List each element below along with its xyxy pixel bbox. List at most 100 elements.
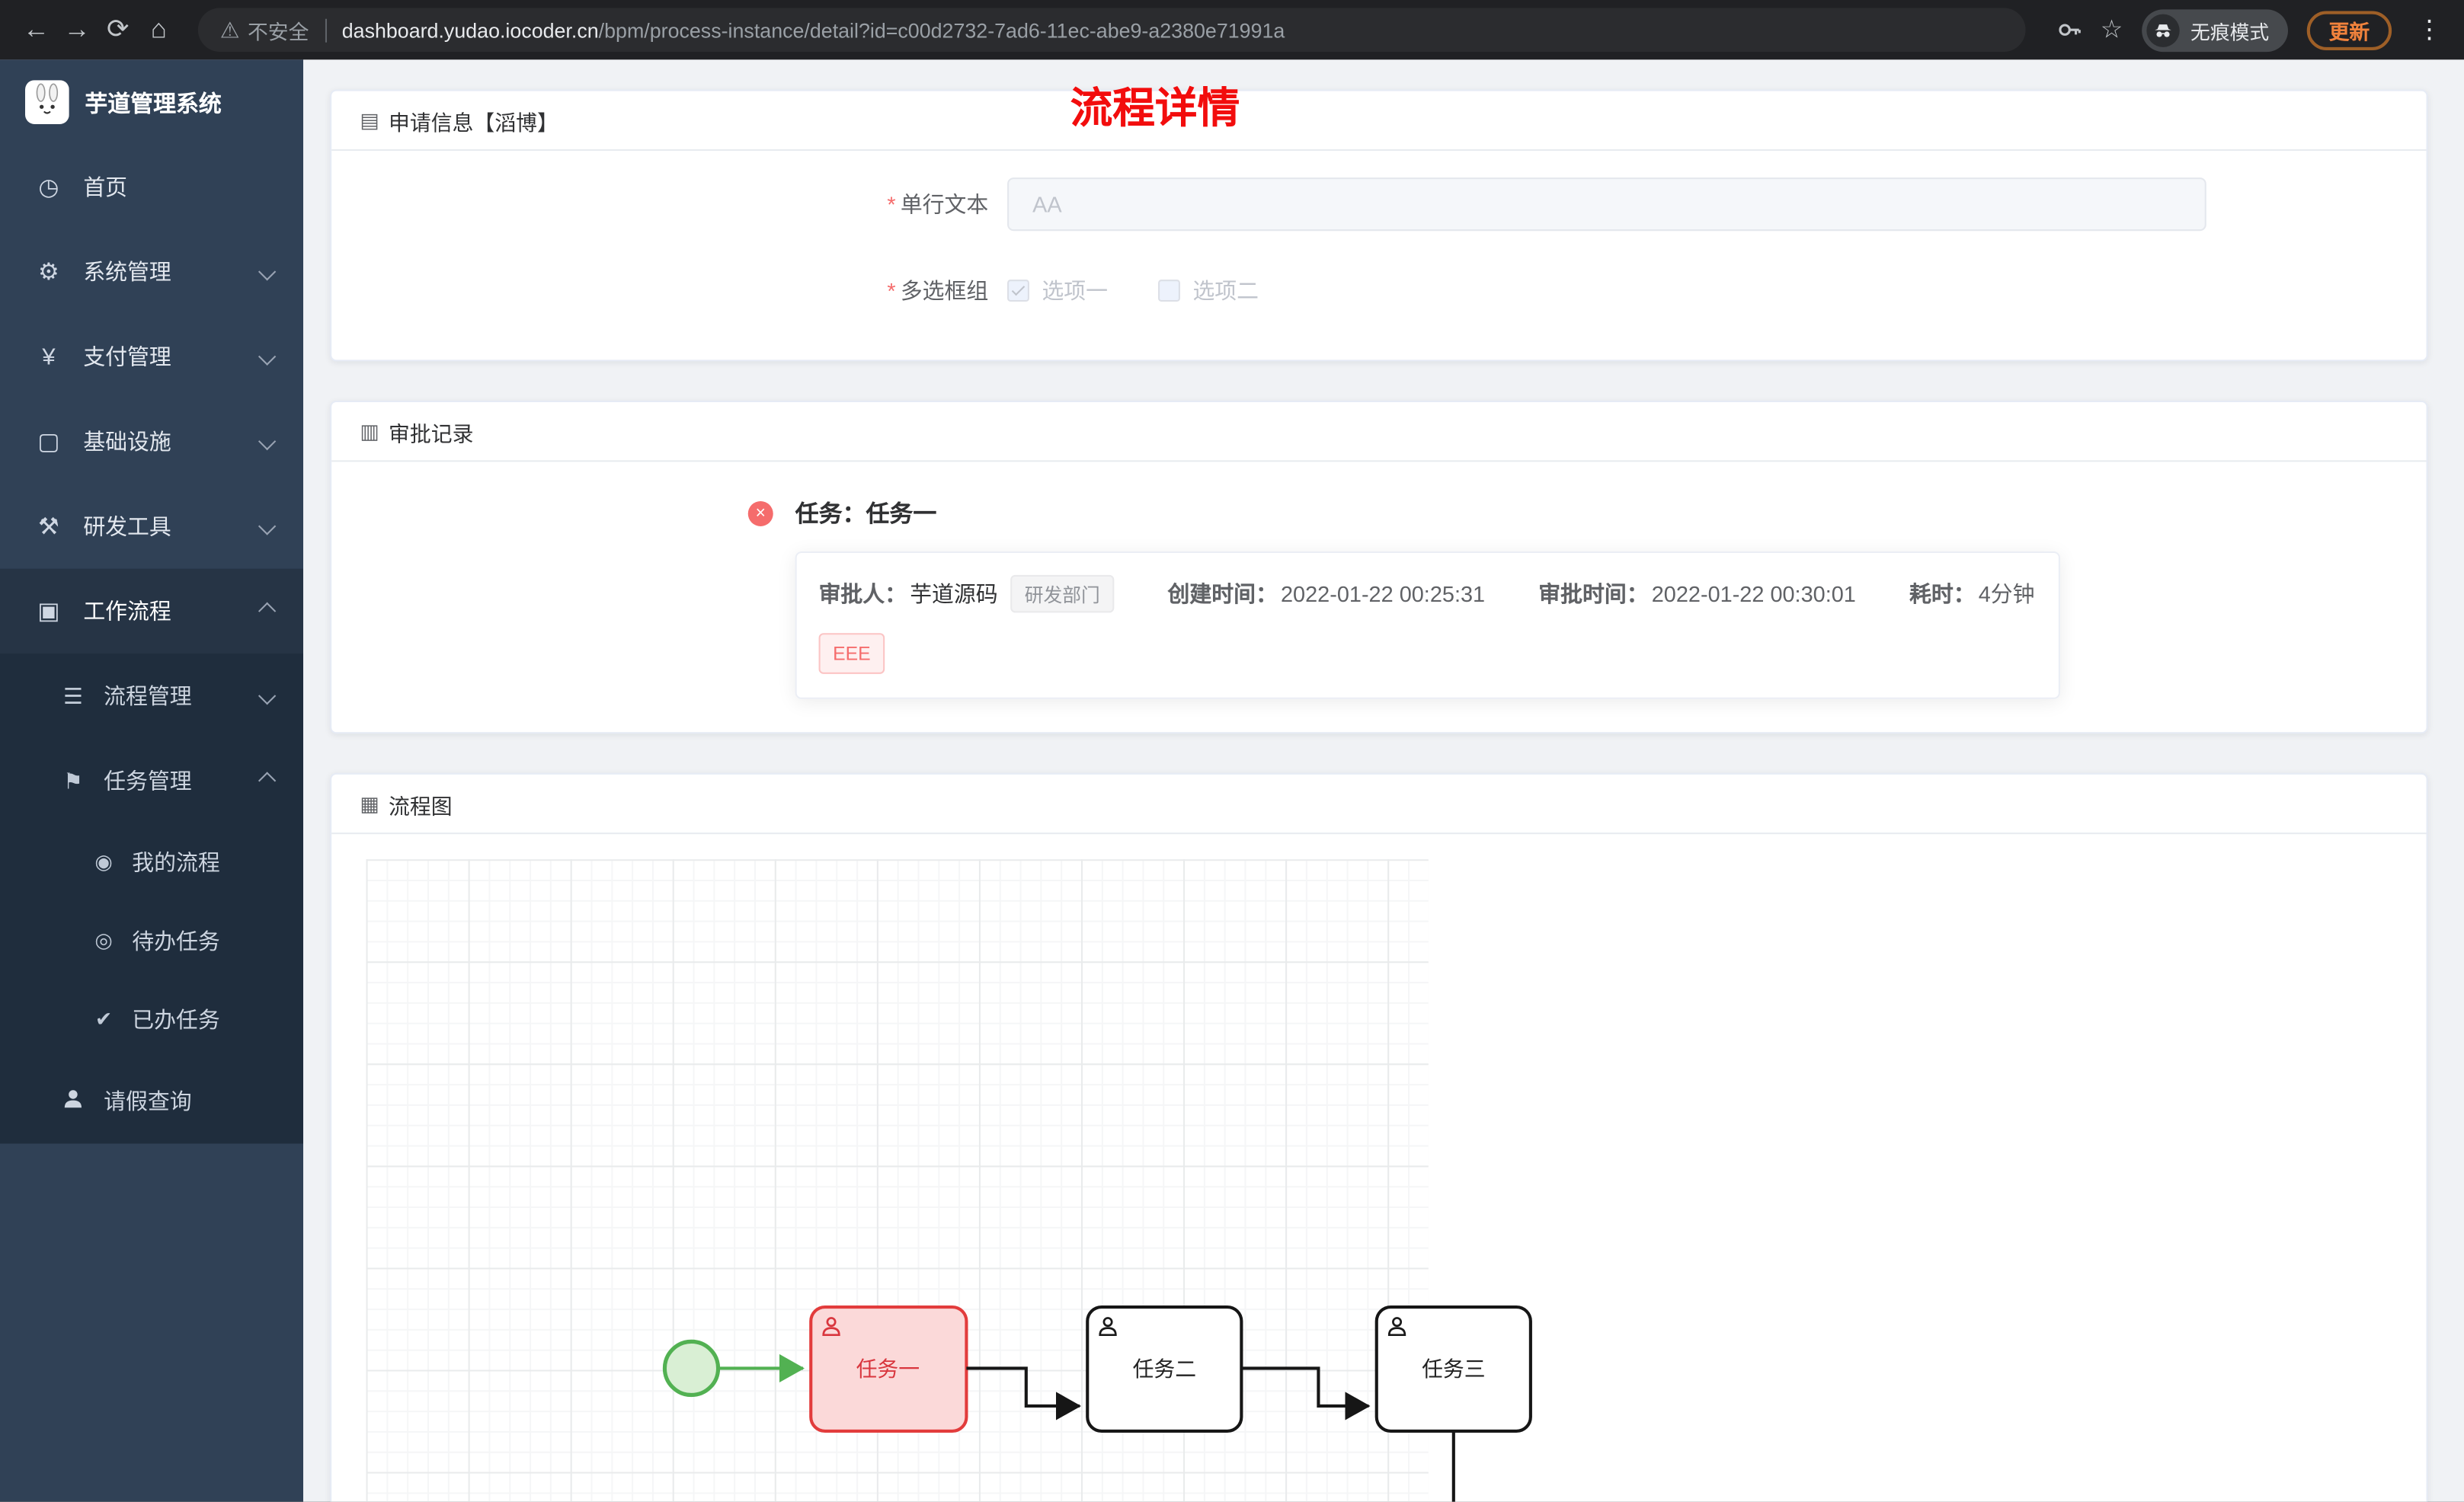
monitor-icon: ▢ <box>37 429 60 456</box>
flag-icon: ⚑ <box>62 767 83 793</box>
sidebar-item-workflow[interactable]: ▣ 工作流程 <box>0 568 304 654</box>
bpmn-task-3[interactable]: 任务三 <box>1374 1305 1532 1433</box>
browser-chrome: ← → ⟳ ⌂ ⚠ 不安全 dashboard.yudao.iocoder.cn… <box>0 0 2464 60</box>
sidebar-item-payment[interactable]: ¥ 支付管理 <box>0 315 303 399</box>
key-icon[interactable] <box>2056 18 2082 43</box>
checkbox-group-label: *多选框组 <box>887 278 989 304</box>
process-diagram-title: 流程图 <box>389 794 453 818</box>
reload-icon[interactable]: ⟳ <box>106 14 130 44</box>
sidebar-item-label: 首页 <box>83 174 128 200</box>
required-mark: * <box>887 191 896 217</box>
incognito-badge[interactable]: 无痕模式 <box>2142 8 2288 52</box>
task-title: 任务：任务一 <box>795 500 937 528</box>
user-icon <box>59 1088 86 1114</box>
chat-icon: ◉ <box>94 849 113 874</box>
home-icon[interactable]: ⌂ <box>150 14 167 44</box>
briefcase-icon: ▣ <box>37 598 60 625</box>
process-diagram-card: ▦ 流程图 <box>330 772 2428 1502</box>
field-label: 审批时间： <box>1538 581 1649 607</box>
bpmn-canvas[interactable]: 任务一 任务二 <box>331 834 2426 1502</box>
single-text-row: *单行文本 <box>331 177 2426 232</box>
eye-icon: ◎ <box>94 928 113 952</box>
approval-detail-card: 审批人： 芋道源码 研发部门 创建时间： 2022-01-22 00:25:31… <box>795 551 2060 699</box>
approve-time-field: 审批时间： 2022-01-22 00:30:01 <box>1538 578 1856 609</box>
sidebar-item-process-mgmt[interactable]: ☰ 流程管理 <box>0 654 303 738</box>
security-label: 不安全 <box>247 19 309 43</box>
sidebar-item-label: 我的流程 <box>132 849 220 875</box>
sidebar-item-label: 已办任务 <box>132 1007 220 1033</box>
single-text-label: *单行文本 <box>887 191 989 217</box>
security-badge[interactable]: ⚠ 不安全 <box>220 15 309 45</box>
gear-icon: ⚙ <box>38 259 59 286</box>
chevron-down-icon <box>258 432 277 451</box>
back-icon[interactable]: ← <box>22 14 50 44</box>
apply-info-title: 申请信息【滔博】 <box>389 110 558 135</box>
update-button[interactable]: 更新 <box>2306 10 2392 50</box>
url-host: dashboard.yudao.iocoder.cn <box>341 18 599 42</box>
user-task-icon <box>1099 1317 1117 1337</box>
apply-info-card: ▤ 申请信息【滔博】 *单行文本 *多选框组 选项一 <box>330 89 2428 362</box>
approval-fields: 审批人： 芋道源码 研发部门 创建时间： 2022-01-22 00:25:31… <box>818 574 2037 613</box>
sidebar-item-label: 支付管理 <box>83 344 171 369</box>
sidebar-item-task-mgmt[interactable]: ⚑ 任务管理 <box>0 738 303 823</box>
approval-reason-row: EEE <box>818 633 2037 674</box>
chevron-up-icon <box>258 602 277 620</box>
rabbit-logo-icon <box>25 80 69 124</box>
sidebar: 芋道管理系统 ◷ 首页 ⚙ 系统管理 ¥ 支付管理 ▢ 基础设施 <box>0 59 304 1502</box>
url-bar[interactable]: ⚠ 不安全 dashboard.yudao.iocoder.cn /bpm/pr… <box>197 8 2025 53</box>
checkbox-checked-icon <box>1007 280 1029 302</box>
duration-field: 耗时： 4分钟 <box>1909 578 2035 609</box>
required-mark: * <box>887 278 896 304</box>
dept-tag: 研发部门 <box>1010 574 1115 613</box>
forward-icon[interactable]: → <box>63 14 91 44</box>
checkbox-option-2[interactable]: 选项二 <box>1158 275 1259 306</box>
record-icon: ▥ <box>360 418 379 443</box>
bpmn-task-label: 任务二 <box>1133 1357 1197 1381</box>
checkbox-label: 选项二 <box>1192 278 1259 304</box>
incognito-spy-icon <box>2146 13 2180 46</box>
sidebar-item-infra[interactable]: ▢ 基础设施 <box>0 399 303 484</box>
sidebar-item-system[interactable]: ⚙ 系统管理 <box>0 229 303 314</box>
url-divider <box>325 18 327 42</box>
sidebar-item-label: 工作流程 <box>83 598 171 624</box>
bpmn-flow-1-2 <box>966 1366 1081 1421</box>
bpmn-task-1[interactable]: 任务一 <box>809 1305 968 1433</box>
sidebar-item-devtools[interactable]: ⚒ 研发工具 <box>0 484 303 568</box>
document-icon: ▤ <box>360 107 379 132</box>
dashboard-icon: ◷ <box>38 174 59 201</box>
field-label: 审批人： <box>818 581 907 607</box>
bpmn-diagram: 任务一 任务二 <box>662 1305 1532 1502</box>
app-logo[interactable]: 芋道管理系统 <box>0 59 303 144</box>
bpmn-start-event[interactable] <box>662 1339 721 1398</box>
sidebar-item-label: 系统管理 <box>83 259 171 285</box>
sidebar-item-label: 流程管理 <box>104 683 192 709</box>
yen-icon: ¥ <box>42 343 56 370</box>
sidebar-item-done-tasks[interactable]: ✔ 已办任务 <box>0 980 303 1059</box>
sidebar-item-label: 请假查询 <box>104 1088 192 1114</box>
approver-field: 审批人： 芋道源码 研发部门 <box>818 574 1115 613</box>
sidebar-item-label: 基础设施 <box>83 429 171 455</box>
incognito-label: 无痕模式 <box>2190 21 2270 43</box>
reason-tag: EEE <box>818 633 885 674</box>
chevron-down-icon <box>258 263 277 281</box>
sidebar-item-label: 研发工具 <box>83 513 171 539</box>
bpmn-task-2[interactable]: 任务二 <box>1086 1305 1243 1433</box>
checkbox-group-row: *多选框组 选项一 选项二 <box>331 275 2426 306</box>
page-title: 流程详情 <box>1070 85 1240 133</box>
chevron-down-icon <box>258 347 277 366</box>
sidebar-item-todo-tasks[interactable]: ◎ 待办任务 <box>0 902 303 980</box>
approval-record-card: ▥ 审批记录 × 任务：任务一 审批人： 芋道源码 研发部门 <box>330 400 2428 734</box>
bookmark-star-icon[interactable]: ☆ <box>2100 17 2123 44</box>
checkbox-label: 选项一 <box>1042 278 1109 304</box>
single-text-input[interactable] <box>1007 177 2206 232</box>
sidebar-item-my-process[interactable]: ◉ 我的流程 <box>0 823 303 902</box>
apply-info-header: ▤ 申请信息【滔博】 <box>331 91 2427 151</box>
sidebar-item-home[interactable]: ◷ 首页 <box>0 145 303 229</box>
user-task-icon <box>822 1317 840 1337</box>
sidebar-item-label: 任务管理 <box>104 768 192 794</box>
bpmn-flow-2-3 <box>1241 1366 1371 1421</box>
checkbox-option-1[interactable]: 选项一 <box>1007 275 1108 306</box>
sidebar-item-leave-query[interactable]: 请假查询 <box>0 1059 303 1143</box>
workflow-submenu: ☰ 流程管理 ⚑ 任务管理 ◉ 我的流程 ◎ 待办任务 <box>0 654 304 1144</box>
more-vert-icon[interactable]: ⋮ <box>2417 17 2443 44</box>
